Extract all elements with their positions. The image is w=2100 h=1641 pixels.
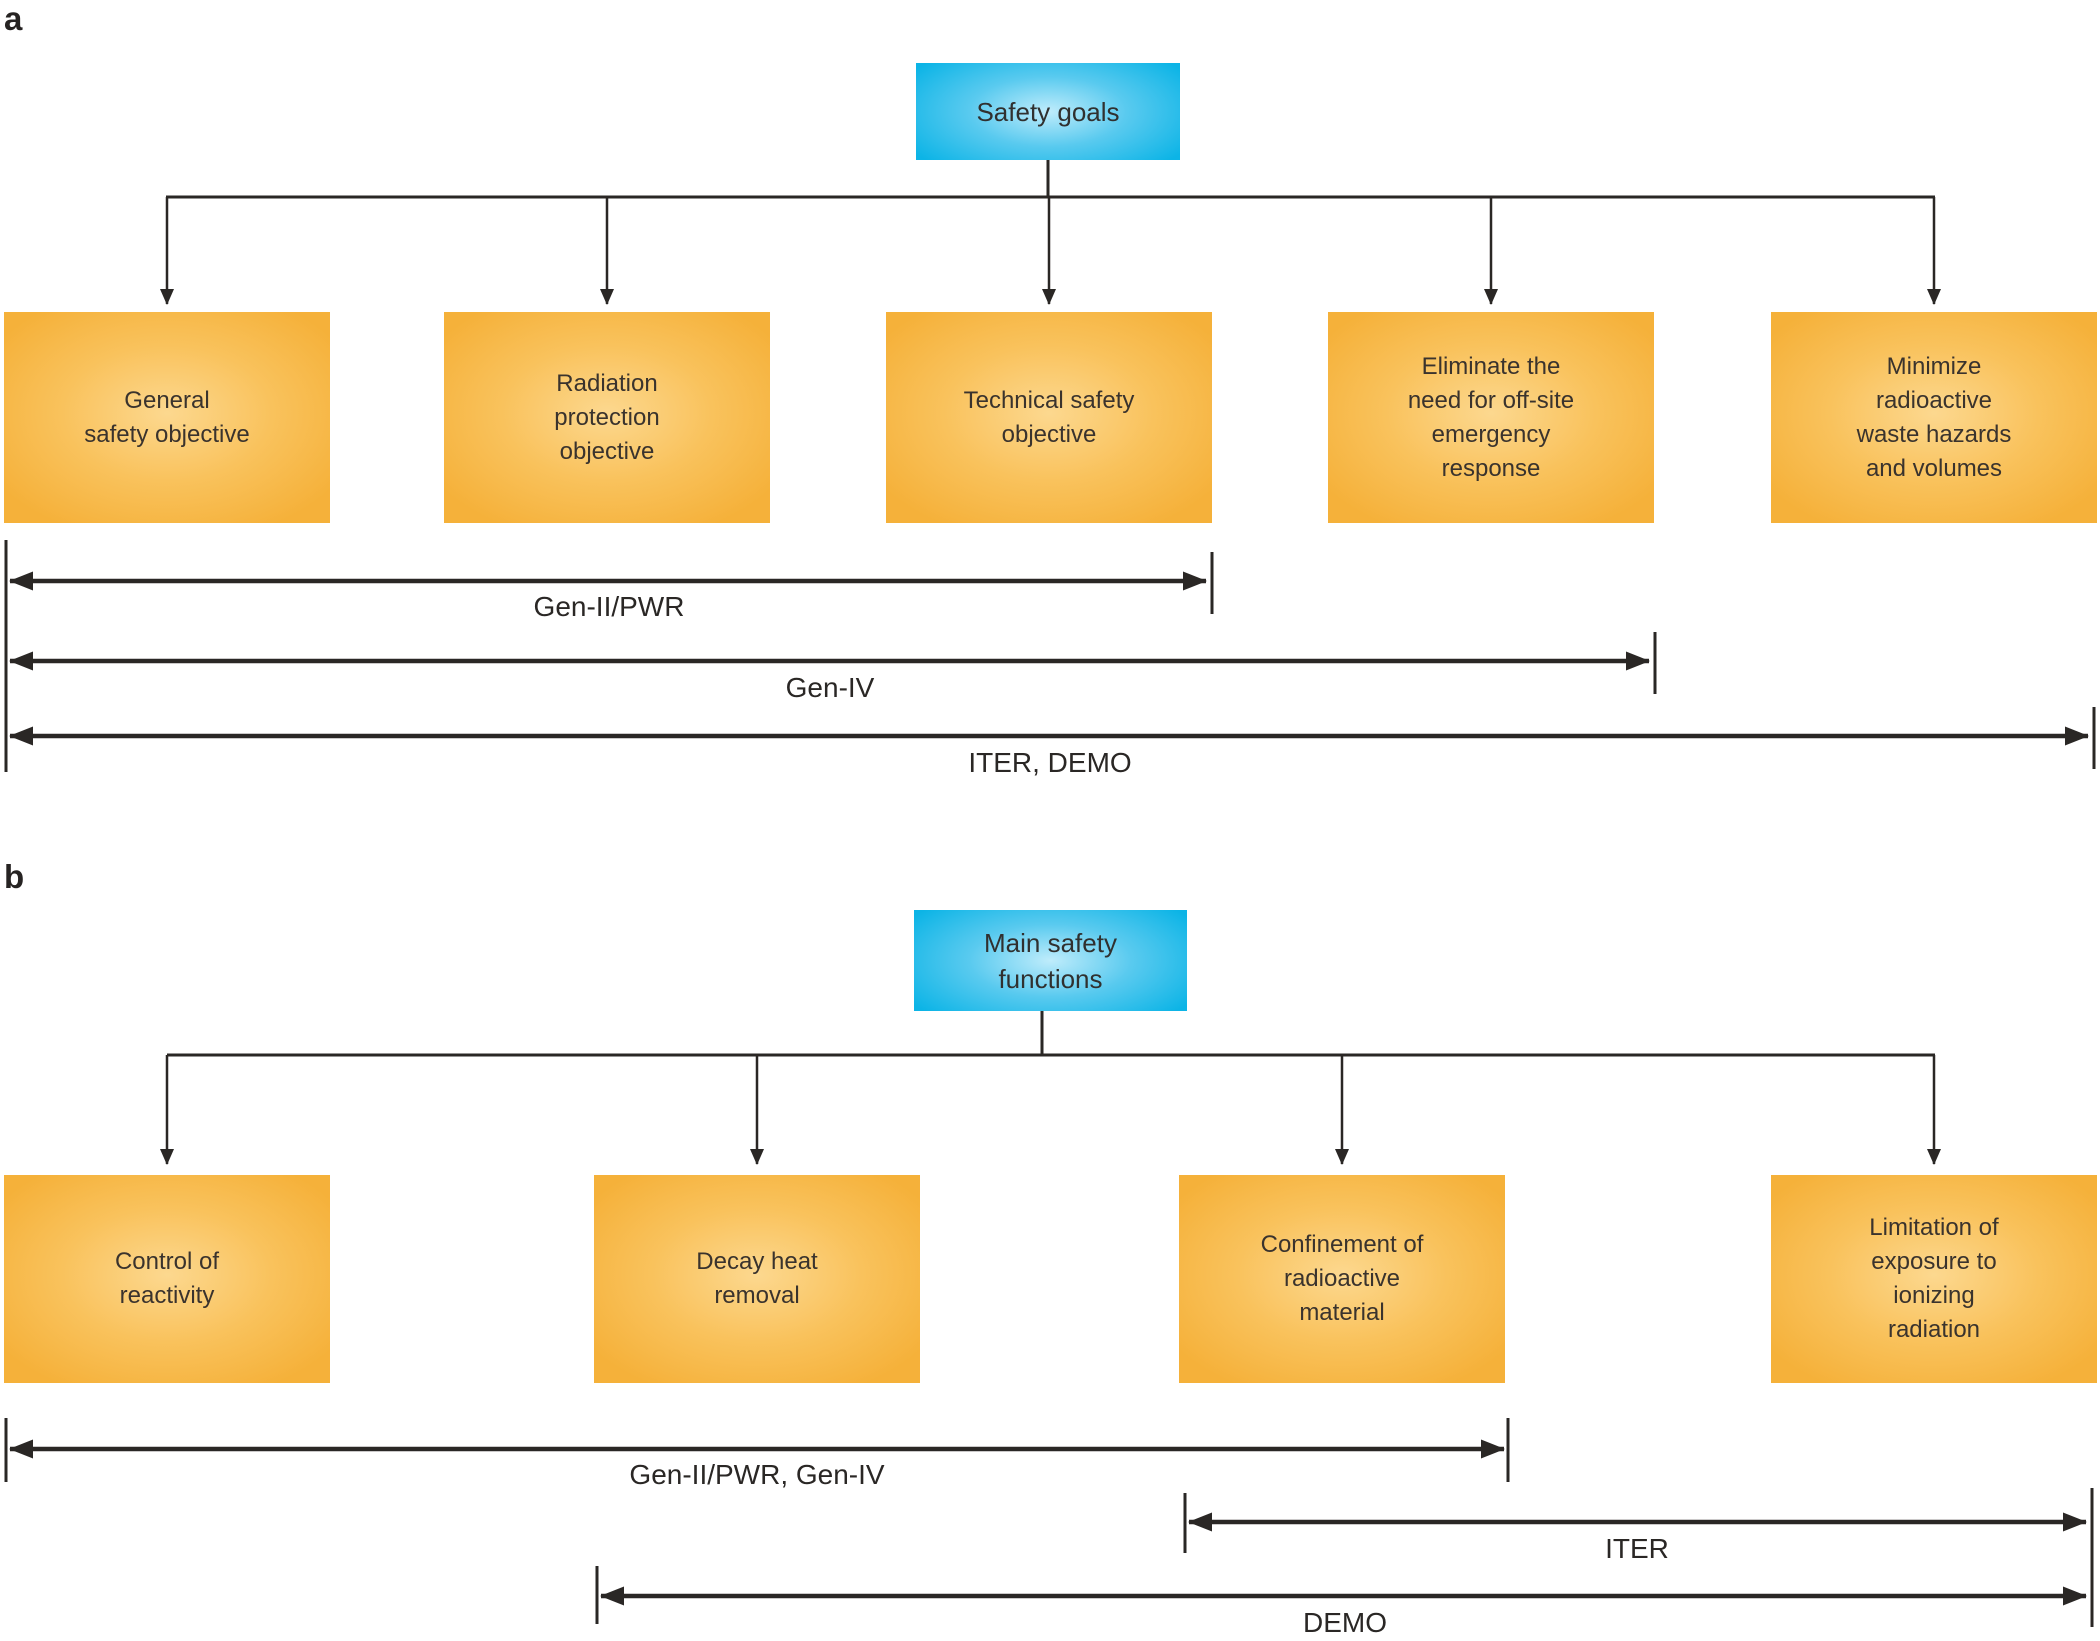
node-limitation-ionizing-radiation: Limitation of exposure to ionizing radia… [1771, 1175, 2097, 1383]
panel-b-label: b [4, 858, 25, 895]
node-decay-heat-removal: Decay heat removal [594, 1175, 920, 1383]
node-confinement-radioactive-material: Confinement of radioactive material [1179, 1175, 1505, 1383]
root-node-main-safety-functions: Main safety functions [914, 910, 1187, 1011]
panel-a-tree-connectors [160, 160, 1941, 305]
node-technical-safety-objective: Technical safety objective [886, 312, 1212, 523]
panel-a-label: a [4, 0, 23, 37]
panel-b-span-arrows [4, 1418, 2094, 1627]
panel-b-tree-connectors [160, 1011, 1941, 1165]
span-label-demo: DEMO [1303, 1607, 1387, 1638]
span-label-gen2pwr: Gen-II/PWR [533, 591, 685, 622]
root-node-safety-goals: Safety goals [916, 63, 1180, 160]
node-minimize-waste-hazards: Minimize radioactive waste hazards and v… [1771, 312, 2097, 523]
span-label-iter: ITER [1605, 1533, 1669, 1564]
node-control-of-reactivity: Control of reactivity [4, 1175, 330, 1383]
span-label-gen2pwr-gen4: Gen-II/PWR, Gen-IV [629, 1459, 885, 1490]
panel-a-span-arrows [4, 540, 2096, 772]
node-eliminate-offsite-emergency-response: Eliminate the need for off-site emergenc… [1328, 312, 1654, 523]
span-label-gen4: Gen-IV [785, 672, 875, 703]
span-label-iter-demo: ITER, DEMO [968, 747, 1132, 778]
node-general-safety-objective: General safety objective [4, 312, 330, 523]
node-radiation-protection-objective: Radiation protection objective [444, 312, 770, 523]
